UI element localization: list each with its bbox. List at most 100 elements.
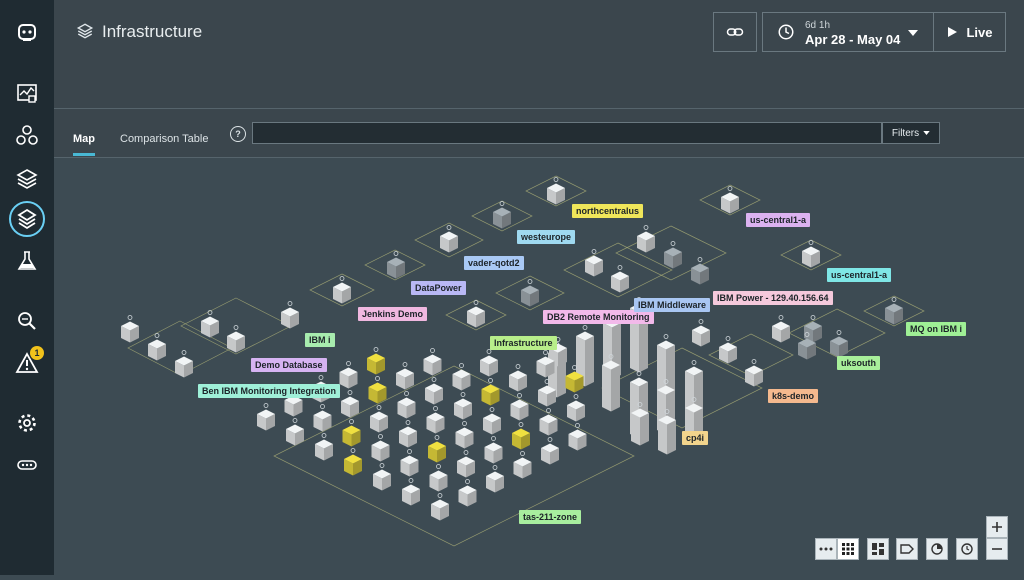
host-cube[interactable] (457, 456, 475, 466)
host-cube[interactable] (804, 321, 822, 331)
host-cube[interactable] (602, 360, 620, 370)
more-options-button[interactable] (815, 538, 837, 560)
host-cube[interactable] (333, 282, 351, 292)
help-icon[interactable]: ? (230, 126, 246, 142)
infrastructure-map[interactable]: northcentralus westeurope vader-qotd2 us… (54, 158, 1024, 575)
host-cube[interactable] (510, 399, 529, 409)
host-cube[interactable] (201, 316, 219, 326)
zone-label-vader-qotd2[interactable]: vader-qotd2 (464, 256, 524, 270)
host-cube[interactable] (885, 303, 903, 313)
zone-label-jenkins-demo[interactable]: Jenkins Demo (358, 307, 428, 321)
host-cube[interactable] (611, 271, 629, 281)
host-cube[interactable] (658, 415, 676, 425)
zone-label-datapower[interactable]: DataPower (411, 281, 466, 295)
host-cube[interactable] (440, 231, 458, 241)
grid-view-button[interactable] (837, 538, 859, 560)
host-cube[interactable] (585, 255, 603, 265)
time-overlay-button[interactable] (956, 538, 978, 560)
time-range-picker[interactable]: 6d 1h Apr 28 - May 04 (762, 12, 934, 52)
host-cube[interactable] (454, 398, 472, 408)
host-cube[interactable] (339, 367, 358, 377)
host-cube[interactable] (568, 429, 587, 439)
host-cube[interactable] (425, 383, 443, 393)
host-cube[interactable] (428, 441, 446, 451)
host-cube[interactable] (576, 331, 594, 341)
infrastructure-icon[interactable] (9, 201, 45, 237)
host-cube[interactable] (536, 356, 555, 366)
host-cube[interactable] (539, 414, 558, 424)
host-cube[interactable] (341, 396, 359, 406)
more-icon[interactable] (14, 452, 40, 478)
host-cube[interactable] (452, 369, 471, 379)
host-cube[interactable] (565, 371, 584, 381)
host-cube[interactable] (798, 338, 816, 348)
tab-comparison-table[interactable]: Comparison Table (120, 133, 209, 145)
host-cube[interactable] (567, 400, 585, 410)
filters-button[interactable]: Filters (882, 122, 940, 144)
host-cube[interactable] (402, 484, 420, 494)
host-cube[interactable] (685, 403, 703, 413)
zone-label-northcentralus[interactable]: northcentralus (572, 204, 644, 218)
host-cube[interactable] (227, 331, 245, 341)
host-cube[interactable] (493, 207, 511, 217)
host-cube[interactable] (719, 342, 737, 352)
host-cube[interactable] (257, 409, 275, 419)
host-cube[interactable] (541, 443, 559, 453)
synthetics-icon[interactable] (14, 248, 40, 274)
zone-label-mq-on-ibm-i[interactable]: MQ on IBM i (906, 322, 966, 336)
host-cube[interactable] (538, 385, 556, 395)
host-cube[interactable] (484, 442, 503, 452)
zone-label-db2-remote-monitoring[interactable]: DB2 Remote Monitoring (543, 310, 654, 324)
host-cube[interactable] (429, 470, 448, 480)
analyze-icon[interactable] (14, 308, 40, 334)
host-cube[interactable] (148, 339, 166, 349)
host-cube[interactable] (286, 424, 304, 434)
zone-label-ibm-power[interactable]: IBM Power - 129.40.156.64 (713, 291, 833, 305)
host-cube[interactable] (657, 340, 675, 350)
host-cube[interactable] (281, 307, 299, 317)
host-cube[interactable] (480, 355, 498, 365)
host-cube[interactable] (121, 321, 139, 331)
zoom-in-button[interactable] (986, 516, 1008, 538)
search-input[interactable] (252, 122, 882, 144)
zone-label-infrastructure[interactable]: Infrastructure (490, 336, 557, 350)
host-cube[interactable] (547, 183, 565, 193)
host-cube[interactable] (721, 192, 739, 202)
live-button[interactable]: Live (934, 12, 1006, 52)
host-cube[interactable] (691, 263, 709, 273)
host-cube[interactable] (387, 257, 405, 267)
host-cube[interactable] (637, 231, 655, 241)
zone-label-tas-211-zone[interactable]: tas-211-zone (519, 510, 582, 524)
zone-label-ibm-i[interactable]: IBM i (305, 333, 335, 347)
host-cube[interactable] (342, 425, 361, 435)
host-cube[interactable] (397, 397, 416, 407)
host-cube[interactable] (685, 366, 703, 376)
host-cube[interactable] (745, 365, 763, 375)
host-cube[interactable] (423, 354, 442, 364)
host-cube[interactable] (344, 454, 362, 464)
host-cube[interactable] (426, 412, 445, 422)
settings-icon[interactable] (14, 410, 40, 436)
zone-label-us-central1-a-2[interactable]: us-central1-a (827, 268, 892, 282)
host-cube[interactable] (399, 426, 417, 436)
zone-label-k8s-demo[interactable]: k8s-demo (768, 389, 819, 403)
host-cube[interactable] (483, 413, 501, 423)
copy-link-button[interactable] (713, 12, 757, 52)
zone-label-uksouth[interactable]: uksouth (837, 356, 880, 370)
host-cube[interactable] (367, 353, 385, 363)
host-cube[interactable] (486, 471, 504, 481)
app-logo-icon[interactable] (14, 19, 40, 45)
host-cube[interactable] (313, 410, 332, 420)
host-cube[interactable] (830, 336, 848, 346)
host-cube[interactable] (458, 485, 477, 495)
tag-button[interactable] (896, 538, 918, 560)
host-cube[interactable] (370, 411, 388, 421)
applications-icon[interactable] (14, 122, 40, 148)
zone-label-ben-ibm-monitoring-integration[interactable]: Ben IBM Monitoring Integration (198, 384, 340, 398)
events-icon[interactable]: 1 (14, 346, 44, 376)
host-cube[interactable] (521, 285, 539, 295)
host-cube[interactable] (400, 455, 419, 465)
host-cube[interactable] (802, 246, 820, 256)
zone-label-westeurope[interactable]: westeurope (517, 230, 576, 244)
host-cube[interactable] (368, 382, 387, 392)
